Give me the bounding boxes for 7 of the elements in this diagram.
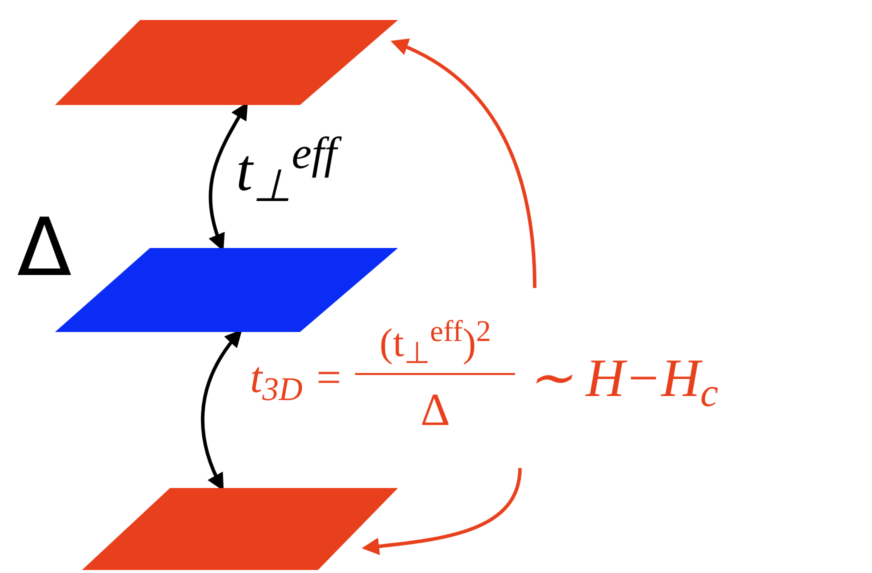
arrow bbox=[390, 39, 536, 288]
arrow bbox=[362, 468, 522, 556]
formula-text: (t$_{⊥}$$^{eff}$)$^{2}$ bbox=[380, 314, 492, 372]
delta-label: Δ bbox=[17, 208, 72, 288]
formula-text: ∼ H−H$_{c}$ bbox=[527, 346, 718, 417]
formula-text: t$_{3D}$ = bbox=[250, 352, 344, 410]
formula-text: Δ bbox=[420, 382, 450, 436]
